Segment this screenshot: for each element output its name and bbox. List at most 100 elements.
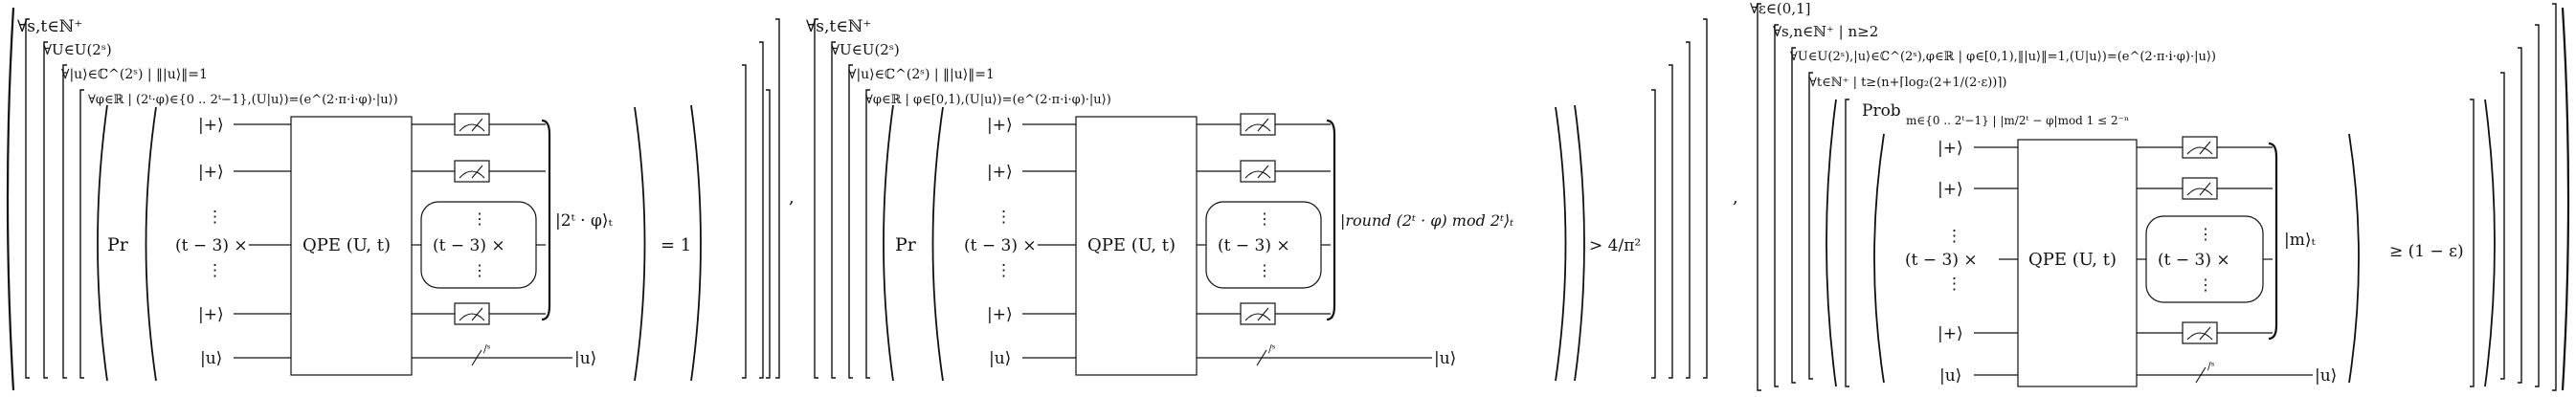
bracket-right-2 (2518, 47, 2522, 384)
bracket-right-3 (2500, 72, 2505, 380)
bracket-right-4 (1651, 89, 1656, 379)
meter-icon (454, 160, 490, 183)
circuit-paren-right (1555, 106, 1567, 382)
quantifier-1: ∀s,n∈ℕ⁺ | n≥2 (1773, 23, 1878, 40)
meas-box-label: (t − 3) × (2158, 251, 2230, 270)
meter-icon (1240, 113, 1276, 136)
qpe-gate (1075, 116, 1198, 376)
bracket-left-1 (25, 18, 30, 379)
ket-u-in: |u⟩ (200, 349, 222, 368)
meas-dots-bottom: ⋮ (472, 261, 487, 279)
quantifier-4: ∀φ∈ℝ | (2ᵗ·φ)∈{0 .. 2ᵗ−1},(U|u⟩)=(e^(2·π… (88, 93, 398, 107)
bracket-left-4 (1845, 99, 1849, 387)
ket-u-in: |u⟩ (1939, 366, 1961, 386)
quantifier-1: ∀s,t∈ℕ⁺ (17, 17, 82, 36)
dots-upper: ⋮ (207, 208, 223, 227)
outcome-ket: |2ᵗ · φ⟩ₜ (555, 211, 613, 231)
ket-u-out: |u⟩ (2315, 366, 2337, 386)
meter-icon (454, 113, 490, 136)
circuit-paren-right (634, 106, 646, 382)
meas-dots-bottom: ⋮ (1257, 261, 1272, 279)
output-brace (541, 119, 551, 321)
meas-group-box (420, 201, 537, 289)
meas-box-label: (t − 3) × (433, 236, 505, 255)
bracket-right-3 (742, 64, 747, 379)
pr-label: Pr (107, 234, 129, 255)
pr-label: Pr (895, 234, 917, 255)
meter-icon (2182, 177, 2218, 200)
bracket-left-2 (831, 41, 836, 379)
quantifier-0: ∀ε∈(0,1] (1750, 0, 1811, 17)
meas-dots-top: ⋮ (1257, 210, 1272, 228)
bracket-right-4 (2470, 99, 2475, 387)
repeat-label: (t − 3) × (1905, 251, 1978, 270)
quantifier-1: ∀s,t∈ℕ⁺ (806, 17, 871, 36)
meas-group-box (2145, 215, 2264, 303)
qpe-gate (290, 116, 413, 376)
bracket-right-1 (2535, 24, 2540, 387)
qpe-label: QPE (U, t) (1087, 235, 1176, 255)
repeat-label: (t − 3) × (175, 236, 248, 255)
ket-plus-top: |+⟩ (1938, 139, 1963, 158)
quantifier-2: ∀U∈U(2ˢ) (831, 41, 900, 58)
ket-plus-bottom: |+⟩ (1938, 324, 1963, 343)
ket-plus-second: |+⟩ (1938, 180, 1963, 199)
paren-left (1826, 99, 1837, 387)
ket-plus-bottom: |+⟩ (987, 305, 1013, 324)
slash-label: /ˢ (2207, 360, 2215, 372)
circuit-paren-left (145, 106, 157, 382)
bracket-right-3 (1669, 64, 1673, 379)
outcome-ket: |m⟩ₜ (2284, 231, 2316, 250)
bracket-left-1 (1774, 24, 1779, 387)
outcome-ket: |round (2ᵗ · φ) mod 2ᵗ⟩ₜ (1340, 211, 1513, 230)
panel-3: ∀ε∈(0,1] ∀s,n∈ℕ⁺ | n≥2 ∀U∈U(2ˢ),|u⟩∈ℂ^(2… (1750, 0, 2557, 391)
separator-1: , (789, 187, 795, 208)
bracket-left-3 (848, 64, 853, 379)
bracket-right-1 (1703, 18, 1708, 379)
dots-lower: ⋮ (1946, 275, 1962, 294)
output-brace (1326, 119, 1336, 321)
pr-subscript: m∈{0 .. 2ᵗ−1} | |m/2ᵗ − φ|mod 1 ≤ 2⁻ⁿ (1906, 114, 2129, 127)
panel-1: ∀s,t∈ℕ⁺ ∀U∈U(2ˢ) ∀|u⟩∈ℂ^(2ˢ) | ‖|u⟩‖=1 ∀… (17, 17, 780, 382)
meas-dots-top: ⋮ (472, 210, 487, 228)
bracket-right-2 (759, 41, 764, 379)
circuit-paren-left (1873, 133, 1885, 384)
slash-label: /ˢ (483, 342, 491, 355)
quantifier-2: ∀U∈U(2ˢ) (43, 41, 112, 58)
meas-box-label: (t − 3) × (1218, 236, 1290, 255)
meas-dots-top: ⋮ (2198, 225, 2213, 243)
quantifier-4: ∀φ∈ℝ | φ∈[0,1),(U|u⟩)=(e^(2·π·i·φ)·|u⟩) (865, 93, 1111, 107)
ket-u-out: |u⟩ (1434, 349, 1456, 368)
bracket-right-2 (1686, 41, 1691, 379)
bracket-left-2 (1791, 47, 1796, 384)
paren-right (690, 104, 702, 382)
bracket-right-0 (2552, 3, 2557, 391)
meter-icon (454, 302, 490, 325)
meas-dots-bottom: ⋮ (2198, 276, 2213, 294)
output-brace (2268, 142, 2278, 341)
bracket-left-2 (43, 41, 48, 379)
ket-plus-bottom: |+⟩ (198, 305, 224, 324)
ket-u-out: |u⟩ (574, 349, 596, 368)
meter-icon (2182, 321, 2218, 344)
paren-right (1574, 104, 1585, 382)
meas-group-box (1205, 201, 1322, 289)
circuit-1: |+⟩ |+⟩ ⋮ (t − 3) × ⋮ |+⟩ |u⟩ QPE (U, t) (175, 113, 613, 376)
relation: > 4/π² (1589, 236, 1641, 255)
outer-left-paren (6, 7, 15, 391)
bracket-left-1 (814, 18, 818, 379)
dots-upper: ⋮ (1946, 227, 1962, 246)
outer-right-paren (2561, 7, 2570, 391)
qpe-label: QPE (U, t) (302, 235, 391, 255)
bracket-left-3 (1808, 72, 1813, 380)
bracket-left-4 (865, 89, 870, 379)
dots-lower: ⋮ (207, 261, 223, 280)
bracket-left-3 (62, 64, 67, 379)
circuit-3: |+⟩ |+⟩ ⋮ (t − 3) × ⋮ |+⟩ |u⟩ QPE (U, t) (1905, 136, 2337, 387)
bracket-right-1 (775, 18, 780, 379)
meter-icon (1240, 160, 1276, 183)
ket-plus-second: |+⟩ (198, 163, 224, 182)
qpe-gate (2017, 139, 2138, 387)
dots-lower: ⋮ (996, 261, 1012, 280)
